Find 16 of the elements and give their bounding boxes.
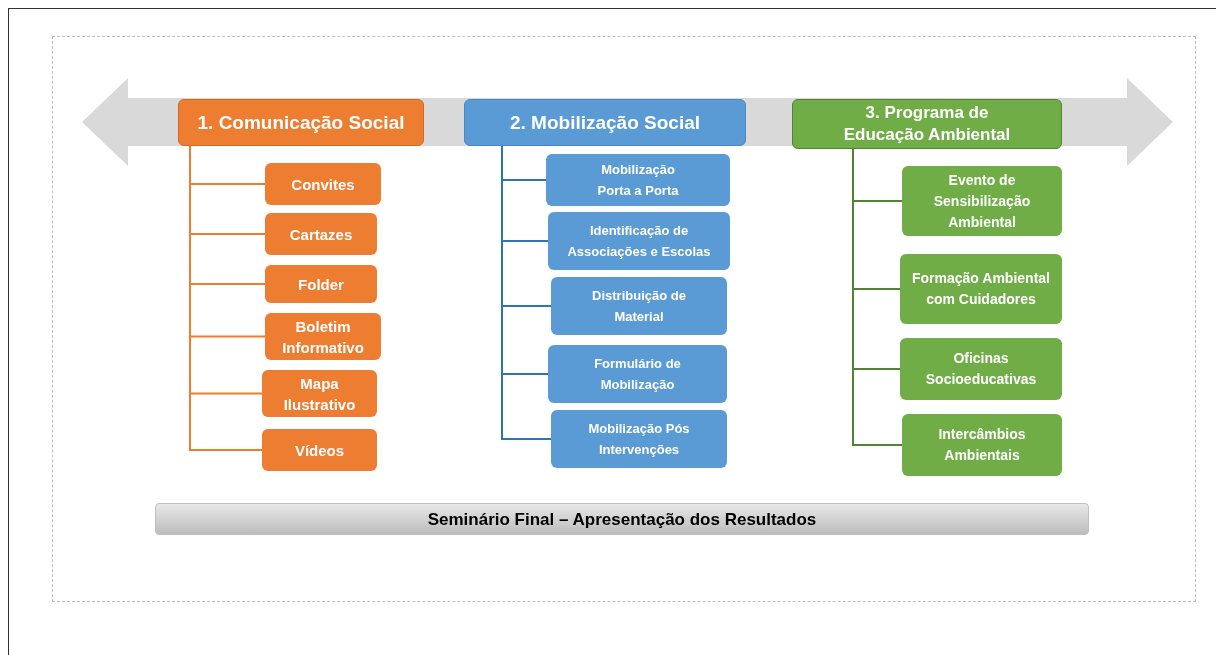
item-box: Formação Ambiental com Cuidadores xyxy=(900,254,1062,324)
item-box: Mobilização Pós Intervenções xyxy=(551,410,727,468)
item-box: Folder xyxy=(265,265,377,303)
item-box: Boletim Informativo xyxy=(265,313,381,360)
item-box: Formulário de Mobilização xyxy=(548,345,727,403)
item-box: Identificação de Associações e Escolas xyxy=(548,212,730,270)
item-box: Evento de Sensibilização Ambiental xyxy=(902,166,1062,236)
item-box: Oficinas Socioeducativas xyxy=(900,338,1062,400)
result-bar: Seminário Final – Apresentação dos Resultados xyxy=(155,503,1089,535)
item-box: Convites xyxy=(265,163,381,205)
item-box: Vídeos xyxy=(262,429,377,471)
item-box: Mapa Ilustrativo xyxy=(262,370,377,417)
item-box: Mobilização Porta a Porta xyxy=(546,154,730,206)
item-box: Cartazes xyxy=(265,213,377,255)
item-box: Distribuição de Material xyxy=(551,277,727,335)
item-box: Intercâmbios Ambientais xyxy=(902,414,1062,476)
